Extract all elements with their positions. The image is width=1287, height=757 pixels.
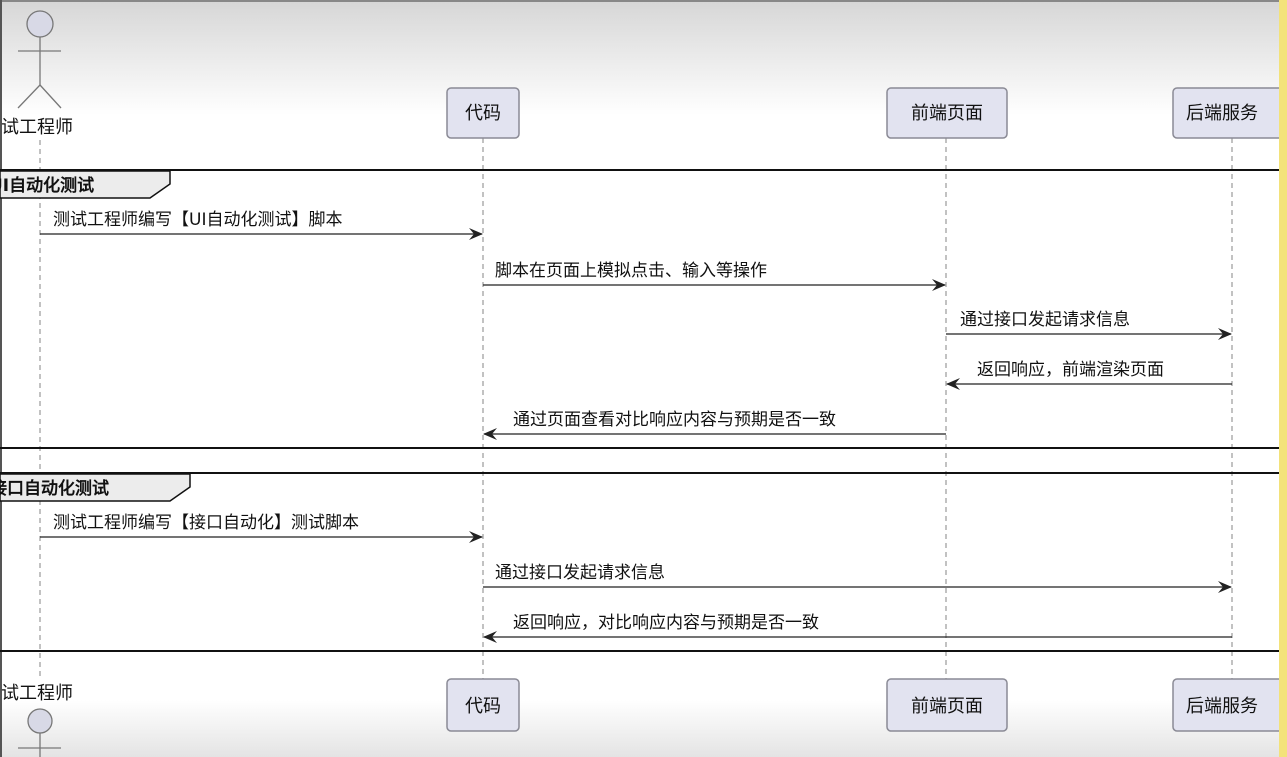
participant-label: 后端服务 <box>1186 696 1258 717</box>
svg-text:测试工程师编写【接口自动化】测试脚本: 测试工程师编写【接口自动化】测试脚本 <box>53 513 359 533</box>
message: 返回响应，对比响应内容与预期是否一致 <box>483 613 1232 643</box>
svg-text:通过接口发起请求信息: 通过接口发起请求信息 <box>495 563 665 583</box>
message: 返回响应，前端渲染页面 <box>946 360 1232 390</box>
participant-frontend-top[interactable]: 前端页面 <box>886 87 1008 139</box>
svg-text:返回响应，前端渲染页面: 返回响应，前端渲染页面 <box>977 360 1164 380</box>
participant-backend-top[interactable]: 后端服务 <box>1172 87 1287 139</box>
message: 测试工程师编写【接口自动化】测试脚本 <box>40 513 483 543</box>
group-label-api: 接口自动化测试 <box>0 478 109 499</box>
participant-label: 代码 <box>465 103 501 124</box>
group-label-ui: UI自动化测试 <box>0 175 94 196</box>
svg-text:测试工程师编写【UI自动化测试】脚本: 测试工程师编写【UI自动化测试】脚本 <box>53 210 342 230</box>
svg-text:返回响应，对比响应内容与预期是否一致: 返回响应，对比响应内容与预期是否一致 <box>513 613 819 633</box>
actor-label-bottom: 测试工程师 <box>0 683 73 704</box>
actor-icon <box>18 708 61 757</box>
participant-code-bottom[interactable]: 代码 <box>446 678 520 732</box>
participant-label: 前端页面 <box>911 696 983 717</box>
participant-label: 后端服务 <box>1186 103 1258 124</box>
participant-backend-bottom[interactable]: 后端服务 <box>1172 678 1287 732</box>
svg-text:通过接口发起请求信息: 通过接口发起请求信息 <box>960 310 1130 330</box>
group-frame-api: 接口自动化测试 <box>0 472 1287 652</box>
actor-label-top: 测试工程师 <box>0 117 73 138</box>
svg-text:脚本在页面上模拟点击、输入等操作: 脚本在页面上模拟点击、输入等操作 <box>495 261 767 281</box>
actor-icon <box>17 10 62 109</box>
edge-strip <box>1279 0 1287 757</box>
svg-text:通过页面查看对比响应内容与预期是否一致: 通过页面查看对比响应内容与预期是否一致 <box>513 410 836 430</box>
footer-shade <box>0 700 1287 757</box>
message: 测试工程师编写【UI自动化测试】脚本 <box>40 210 483 240</box>
message: 通过页面查看对比响应内容与预期是否一致 <box>483 410 946 440</box>
participant-frontend-bottom[interactable]: 前端页面 <box>886 678 1008 732</box>
participant-code-top[interactable]: 代码 <box>446 87 520 139</box>
participant-label: 前端页面 <box>911 103 983 124</box>
group-frame-ui: UI自动化测试 <box>0 169 1287 449</box>
header-shade <box>0 0 1287 115</box>
participant-label: 代码 <box>465 696 501 717</box>
message: 脚本在页面上模拟点击、输入等操作 <box>483 261 946 291</box>
message: 通过接口发起请求信息 <box>483 563 1232 593</box>
message: 通过接口发起请求信息 <box>946 310 1232 340</box>
